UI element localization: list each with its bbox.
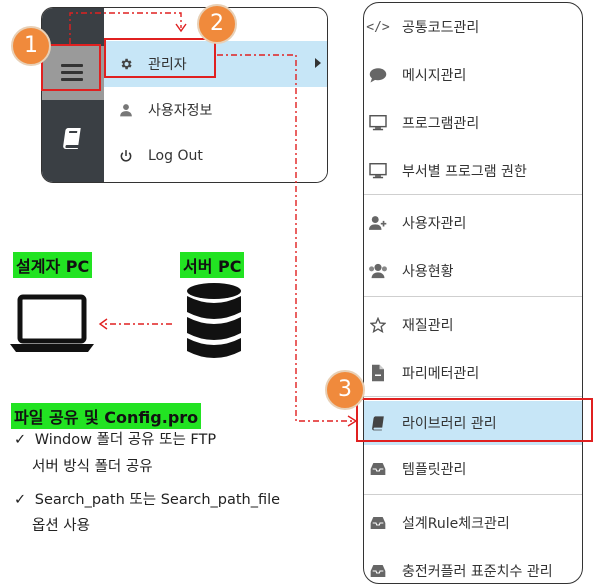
tray-icon — [368, 516, 388, 530]
sidebar-item-label: 부서별 프로그램 권한 — [402, 164, 527, 180]
sidebar-item-coupler-standard[interactable]: 충전커플러 표준치수 관리 — [364, 549, 582, 583]
sidebar-item-common-code[interactable]: </> 공통코드관리 — [364, 5, 582, 49]
tray-icon — [368, 462, 388, 476]
message-icon — [368, 67, 388, 83]
sidebar-item-label: 충전커플러 표준치수 관리 — [402, 564, 553, 580]
step-badge-1: 1 — [11, 26, 51, 66]
sidebar-item-label: 사용자관리 — [402, 216, 467, 232]
monitor-icon — [368, 115, 388, 131]
designer-pc-label: 설계자 PC — [13, 252, 93, 278]
star-icon — [368, 317, 388, 333]
sidebar-item-dept-permission[interactable]: 부서별 프로그램 권한 — [364, 149, 582, 193]
sidebar-divider — [364, 494, 582, 495]
power-icon — [118, 149, 134, 163]
bullet-item: ✓ Search_path 또는 Search_path_file — [14, 488, 280, 513]
gear-icon — [118, 57, 134, 71]
sidebar-divider — [364, 194, 582, 195]
sidebar-divider — [364, 396, 582, 397]
server-pc-label: 서버 PC — [180, 252, 245, 278]
menu-item-logout[interactable]: Log Out — [104, 133, 327, 179]
app-side-rail — [42, 8, 104, 182]
book-icon[interactable] — [60, 126, 84, 154]
menu-item-user-info[interactable]: 사용자정보 — [104, 87, 327, 133]
file-sharing-title: 파일 공유 및 Config.pro — [11, 403, 202, 429]
sidebar-item-label: 공통코드관리 — [402, 20, 480, 36]
document-icon — [368, 364, 388, 382]
book-icon — [368, 415, 388, 431]
bullet-line: Search_path 또는 Search_path_file — [34, 492, 281, 508]
highlight-box-hamburger — [41, 44, 101, 91]
sidebar-item-material[interactable]: 재질관리 — [364, 303, 582, 347]
sidebar-item-label: 사용현황 — [402, 264, 454, 280]
highlight-box-library — [356, 398, 593, 442]
menu-item-label: Log Out — [148, 148, 203, 164]
check-icon: ✓ — [14, 432, 27, 448]
sidebar-item-label: 라이브러리 관리 — [402, 416, 497, 432]
tray-icon — [368, 564, 388, 578]
sidebar-item-usage[interactable]: 사용현황 — [364, 249, 582, 293]
sidebar-item-program[interactable]: 프로그램관리 — [364, 101, 582, 145]
sidebar-item-label: 메시지관리 — [402, 68, 467, 84]
user-add-icon — [368, 215, 388, 231]
bullet-line: Window 폴더 공유 또는 FTP — [34, 432, 217, 448]
code-icon: </> — [366, 19, 390, 35]
laptop-icon — [8, 294, 96, 360]
sidebar-item-user-mgmt[interactable]: 사용자관리 — [364, 201, 582, 245]
chevron-right-icon — [315, 58, 321, 68]
database-server-icon — [186, 282, 242, 364]
users-icon — [368, 263, 388, 279]
step-badge-3: 3 — [325, 370, 365, 410]
sidebar-item-label: 재질관리 — [402, 318, 454, 334]
app-menu-panel: 관리자 사용자정보 Log Out — [41, 7, 328, 183]
monitor-icon — [368, 163, 388, 179]
admin-sidebar: </> 공통코드관리 메시지관리 프로그램관리 부서별 프로그램 권한 사용자관… — [363, 2, 583, 584]
sidebar-item-label: 설계Rule체크관리 — [402, 516, 510, 532]
check-icon: ✓ — [14, 492, 27, 508]
sidebar-item-parameter[interactable]: 파리메터관리 — [364, 351, 582, 395]
menu-item-label: 사용자정보 — [148, 103, 213, 119]
sidebar-item-template[interactable]: 템플릿관리 — [364, 447, 582, 491]
hamburger-icon — [61, 64, 83, 81]
bullet-continuation: 옵션 사용 — [32, 518, 90, 534]
app-menu-list: 관리자 사용자정보 Log Out — [104, 8, 327, 182]
bullet-continuation: 서버 방식 폴더 공유 — [32, 459, 153, 475]
sidebar-item-design-rule[interactable]: 설계Rule체크관리 — [364, 501, 582, 545]
step-badge-2: 2 — [197, 4, 237, 44]
sidebar-item-message[interactable]: 메시지관리 — [364, 53, 582, 97]
hamburger-menu-button[interactable] — [42, 46, 104, 100]
sidebar-item-label: 파리메터관리 — [402, 366, 480, 382]
sidebar-item-label: 프로그램관리 — [402, 116, 480, 132]
sidebar-item-label: 템플릿관리 — [402, 462, 467, 478]
menu-item-label: 관리자 — [148, 57, 187, 73]
sidebar-item-library[interactable]: 라이브러리 관리 — [364, 401, 582, 445]
user-icon — [118, 103, 134, 117]
sidebar-divider — [364, 296, 582, 297]
highlight-box-admin — [104, 38, 216, 78]
bullet-item: ✓ Window 폴더 공유 또는 FTP — [14, 428, 216, 453]
